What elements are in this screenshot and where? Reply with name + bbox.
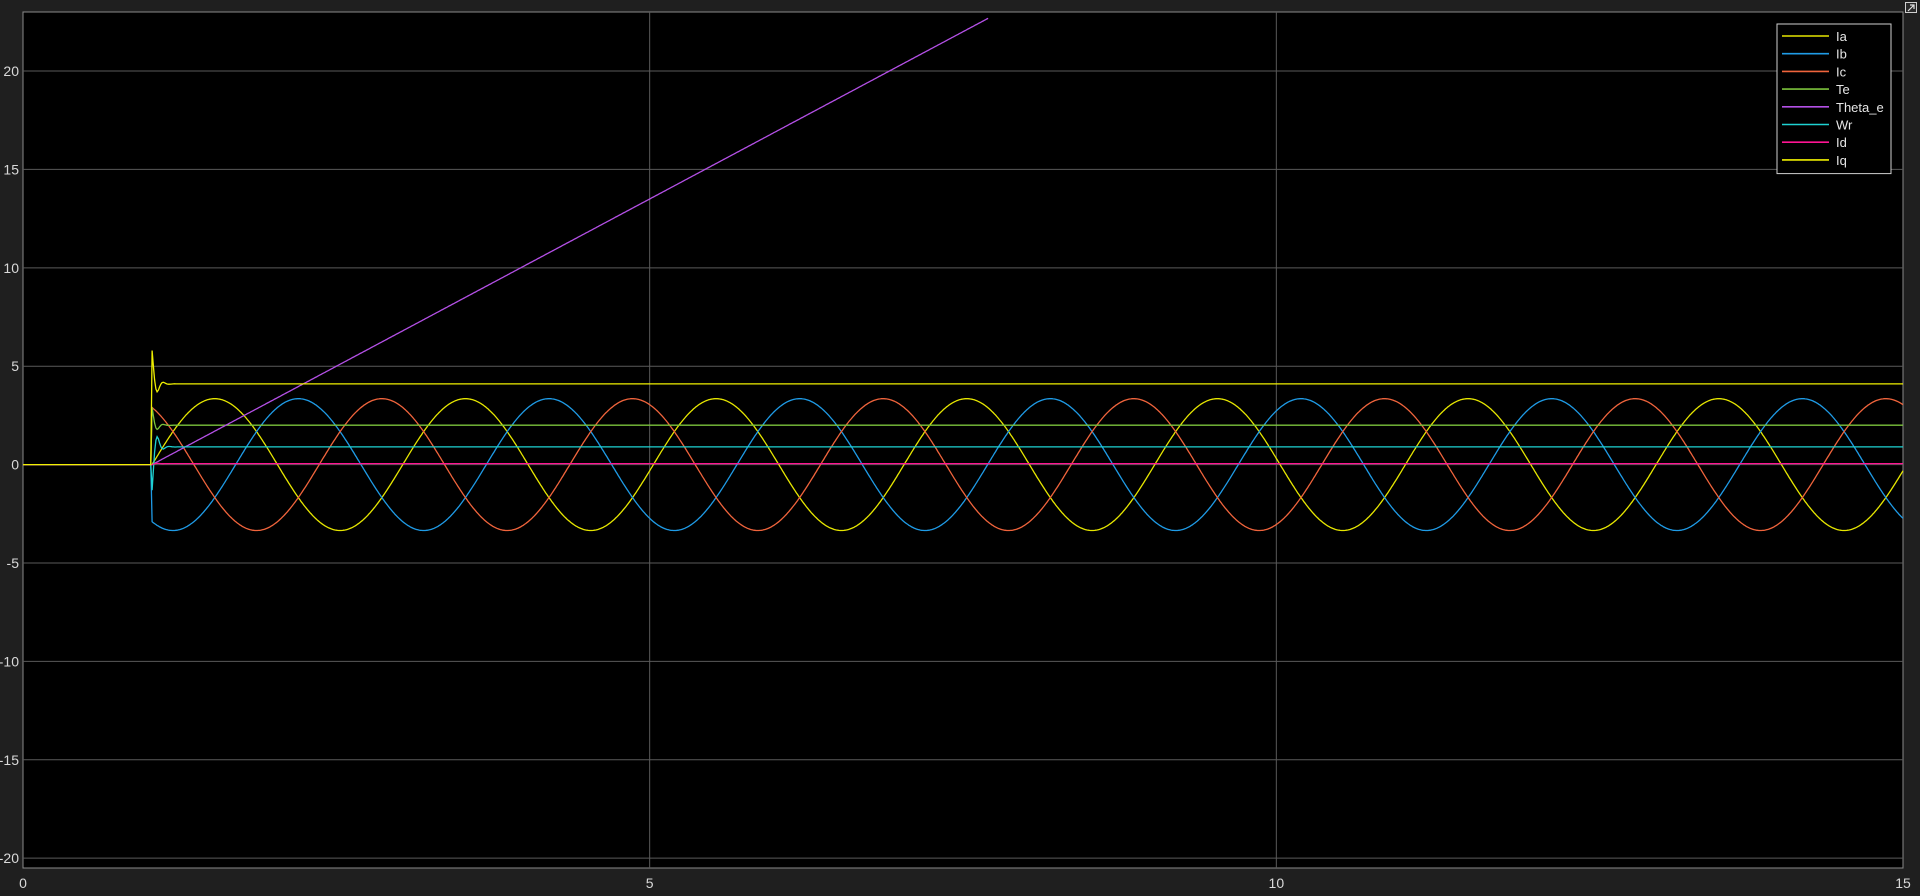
- legend-item-label: Te: [1836, 82, 1850, 97]
- y-tick-label: 20: [3, 63, 19, 79]
- y-tick-label: -5: [7, 555, 20, 571]
- legend-box: [1776, 23, 1892, 175]
- series-line-id: [23, 462, 1903, 466]
- signal-traces: [23, 17, 1904, 532]
- plot-area: [22, 11, 1904, 869]
- series-line-te: [23, 407, 1903, 466]
- x-tick-label: 5: [646, 875, 654, 891]
- series-line-theta_e: [23, 17, 989, 466]
- y-tick-label: 0: [11, 457, 19, 473]
- grid-lines: [23, 12, 1903, 868]
- legend-item-label: Id: [1836, 135, 1847, 150]
- x-tick-label: 0: [19, 875, 27, 891]
- x-tick-label: 15: [1895, 875, 1911, 891]
- legend-item-label: Wr: [1836, 118, 1853, 133]
- legend-item-label: Ib: [1836, 47, 1847, 62]
- y-tick-label: 5: [11, 358, 19, 374]
- series-line-ia: [23, 398, 1904, 532]
- legend-item-label: Iq: [1836, 153, 1847, 168]
- undock-arrow-icon[interactable]: [1905, 2, 1917, 13]
- series-line-wr: [23, 435, 1903, 491]
- y-tick-label: 15: [3, 161, 19, 177]
- legend-item-label: Theta_e: [1836, 100, 1884, 115]
- series-line-ic: [23, 398, 1904, 532]
- series-line-iq: [23, 350, 1903, 466]
- y-tick-label: -10: [0, 653, 19, 669]
- y-tick-label: -20: [0, 850, 19, 866]
- legend-item-label: Ia: [1836, 29, 1848, 44]
- y-tick-label: -15: [0, 752, 19, 768]
- x-tick-label: 10: [1269, 875, 1285, 891]
- y-tick-label: 10: [3, 260, 19, 276]
- axis-tick-labels: 0 5 10 15 -20 -15 -10 -5 0 5 10 15 20: [0, 63, 1911, 891]
- series-line-ib: [23, 398, 1904, 532]
- legend-item-label: Ic: [1836, 64, 1847, 79]
